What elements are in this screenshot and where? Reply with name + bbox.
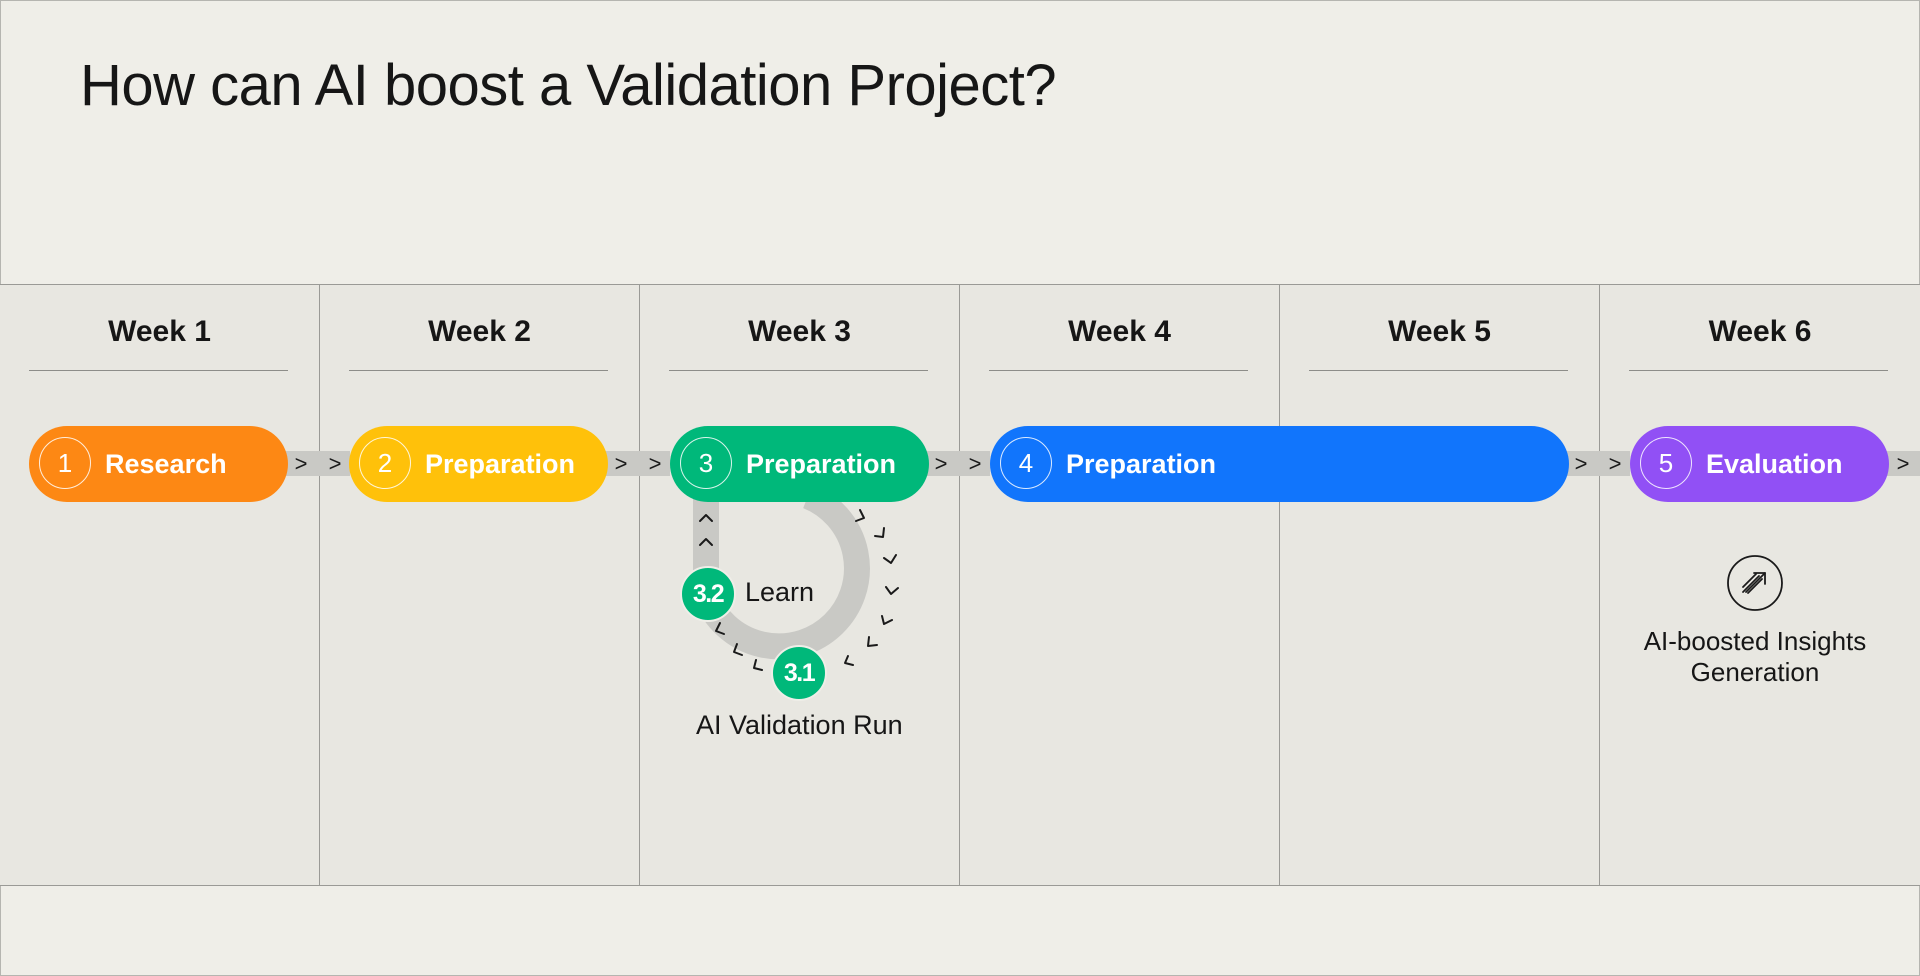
insight-label: AI-boosted Insights Generation [1643, 626, 1867, 687]
loop-track [693, 488, 870, 660]
chevron-right-icon: > [934, 451, 948, 476]
week-divider [989, 370, 1248, 371]
phase-number: 3 [680, 437, 732, 489]
week-divider [669, 370, 928, 371]
timeline-panel: Week 1 Week 2 Week 3 Week 4 Week 5 Week … [0, 284, 1920, 886]
chevron-right-icon: > [648, 451, 662, 476]
flow-connector [920, 451, 990, 476]
week-divider [29, 370, 288, 371]
week-label: Week 4 [1068, 315, 1171, 348]
week-column-1: Week 1 [0, 285, 320, 885]
phase-label: Research [105, 449, 227, 479]
flow-connector [1560, 451, 1630, 476]
phase-label: Evaluation [1706, 449, 1843, 479]
week-label: Week 6 [1708, 315, 1812, 348]
week-column-5: Week 5 [1280, 285, 1600, 885]
chevron-right-icon: > [328, 451, 342, 476]
week-column-6: Week 6 [1600, 285, 1920, 885]
sparkle-arrow-icon [1727, 555, 1783, 611]
flow-connector [280, 451, 350, 476]
phase-2-preparation: 2 Preparation [349, 426, 608, 502]
week-label: Week 5 [1388, 315, 1491, 348]
phase-number: 2 [359, 437, 411, 489]
substep-3-2-badge: 3.2 [680, 566, 736, 622]
week-label: Week 3 [748, 315, 851, 348]
loop-chevrons [699, 509, 899, 671]
substep-3-1-label: AI Validation Run [696, 710, 903, 740]
week-column-3: Week 3 [640, 285, 960, 885]
phase-number: 4 [1000, 437, 1052, 489]
week-divider [1629, 370, 1888, 371]
phase-3-preparation: 3 Preparation [670, 426, 929, 502]
substep-3-1-badge: 3.1 [771, 645, 827, 701]
week-label: Week 2 [428, 315, 531, 348]
week-label: Week 1 [108, 315, 211, 348]
phase-label: Preparation [746, 449, 897, 479]
week-divider [1309, 370, 1568, 371]
phase-1-research: 1 Research [29, 426, 288, 502]
substep-3-2-label: Learn [745, 577, 815, 607]
phase-label: Preparation [1066, 449, 1217, 479]
week-column-4: Week 4 [960, 285, 1280, 885]
week-column-2: Week 2 [320, 285, 640, 885]
chevron-right-icon: > [1574, 451, 1588, 476]
chevron-right-icon: > [294, 451, 308, 476]
phase-number: 1 [39, 437, 91, 489]
page-title: How can AI boost a Validation Project? [80, 53, 1057, 118]
week-divider [349, 370, 608, 371]
chevron-right-icon: > [614, 451, 628, 476]
phase-4-preparation: 4 Preparation [990, 426, 1569, 502]
flow-connector [600, 451, 670, 476]
phase-number: 5 [1640, 437, 1692, 489]
chevron-right-icon: > [968, 451, 982, 476]
chevron-right-icon: > [1608, 451, 1622, 476]
phase-label: Preparation [425, 449, 576, 479]
chevron-right-icon: > [1896, 451, 1910, 476]
phase-5-evaluation: 5 Evaluation [1630, 426, 1889, 502]
